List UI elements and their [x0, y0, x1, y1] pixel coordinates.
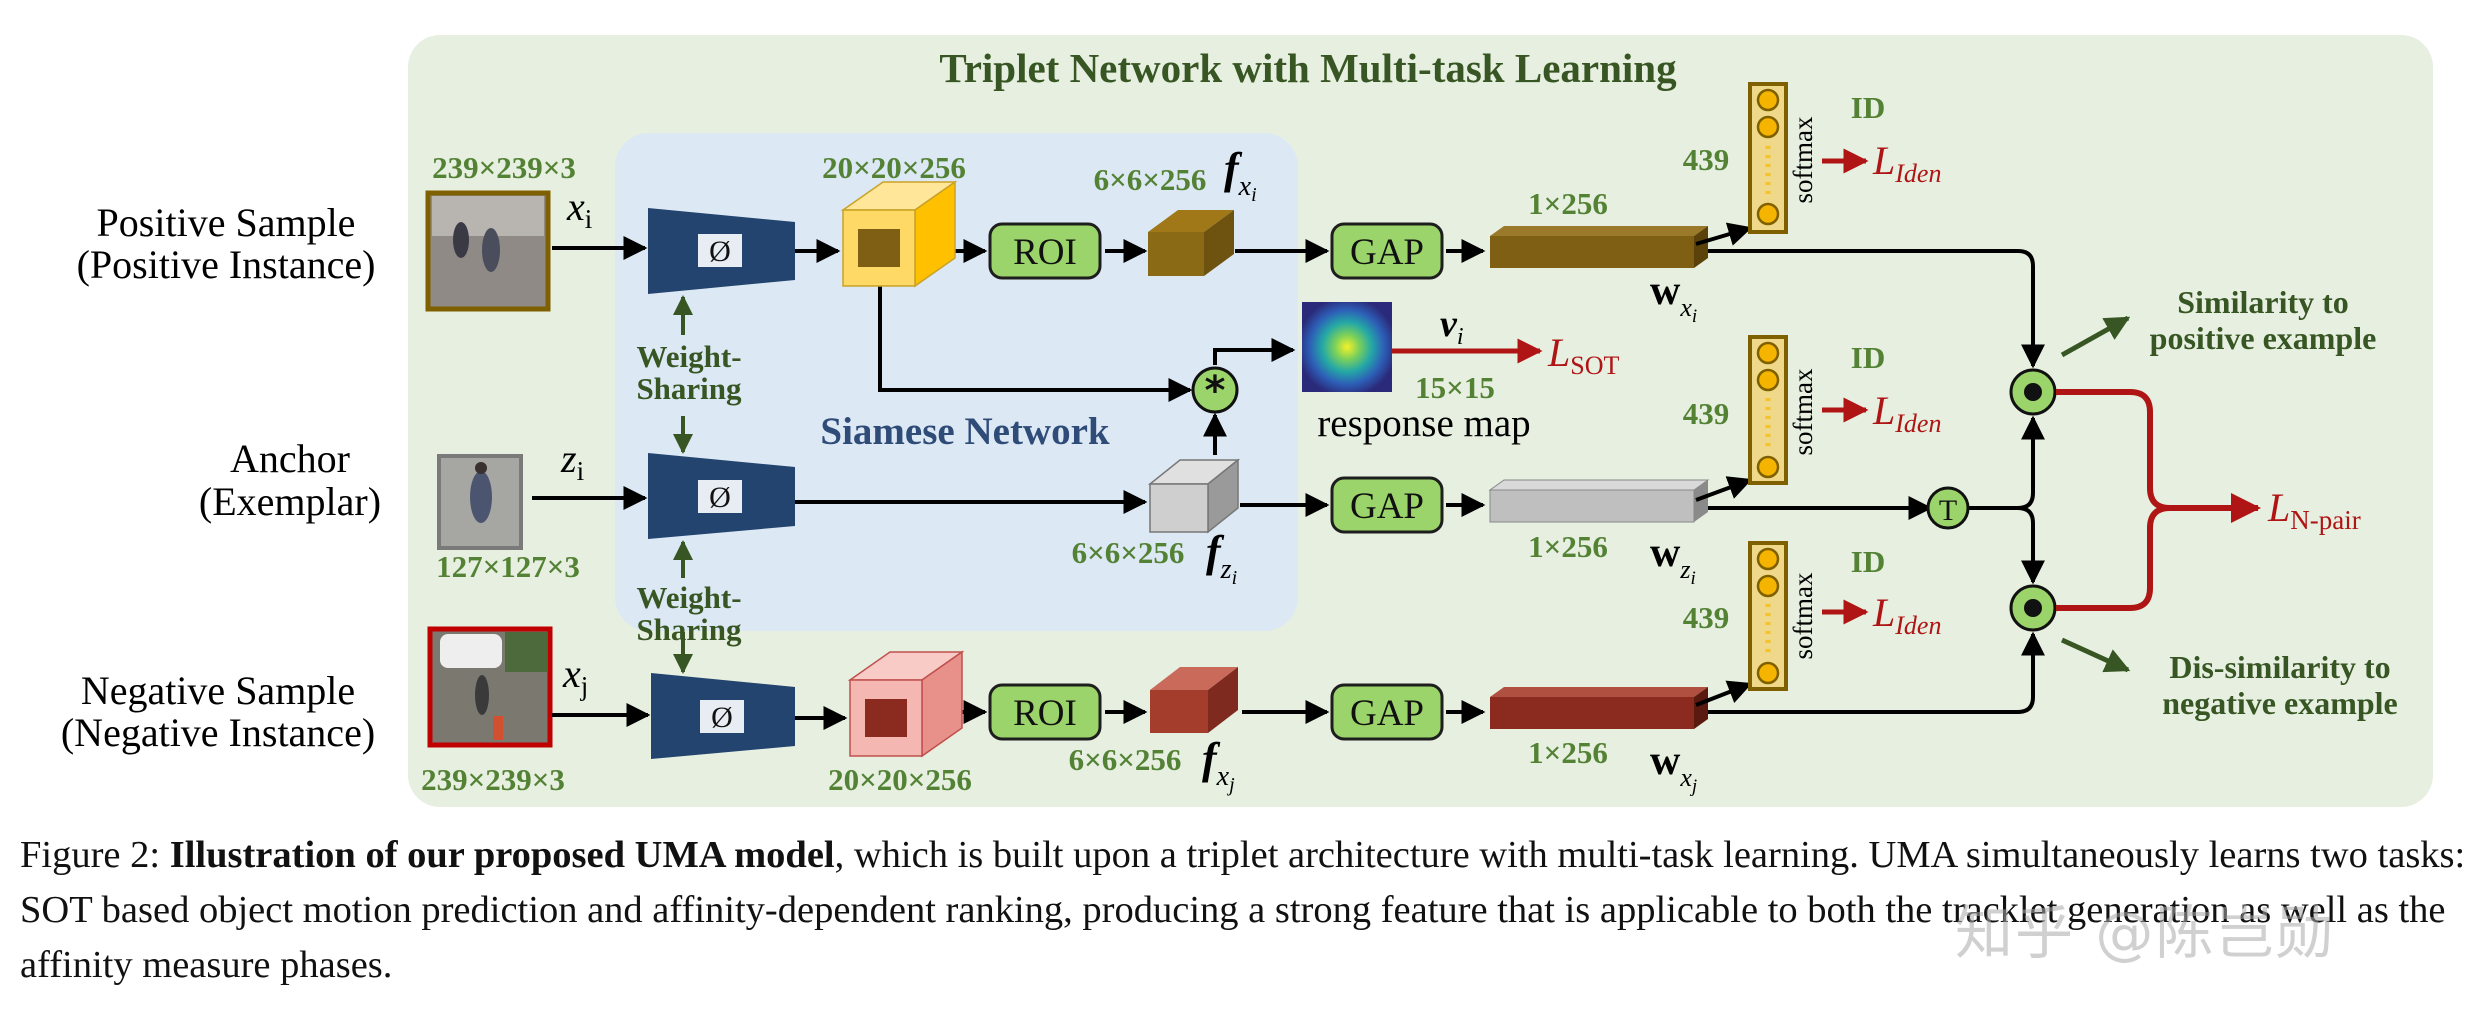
negative-backbone: Ø — [651, 673, 795, 759]
positive-feature-size: 20×20×256 — [822, 150, 966, 185]
anchor-f-label: fzi — [1206, 527, 1237, 589]
npair-loss: LN-pair — [2267, 485, 2361, 535]
positive-backbone: Ø — [648, 208, 795, 294]
anchor-var: zi — [560, 436, 584, 486]
uma-diagram: Triplet Network with Multi-task Learning… — [61, 35, 2433, 807]
anchor-roi-size: 6×6×256 — [1072, 535, 1185, 570]
positive-thumbnail — [425, 190, 551, 312]
svg-text:Ø: Ø — [711, 701, 733, 734]
diagram-title: Triplet Network with Multi-task Learning — [939, 45, 1677, 91]
anchor-w-label: wzi — [1650, 530, 1696, 589]
positive-roi: ROI — [988, 222, 1102, 280]
negative-roi: ROI — [988, 683, 1102, 741]
negative-feature-map — [847, 650, 965, 758]
negative-sample-label: Negative Sample — [81, 668, 355, 713]
anchor-backbone: Ø — [648, 453, 795, 539]
negative-softmax: softmax — [1788, 572, 1818, 659]
weight-sharing-top-2: Sharing — [636, 371, 742, 406]
weight-sharing-bottom-2: Sharing — [636, 612, 742, 647]
weight-sharing-top-1: Weight- — [636, 339, 741, 374]
positive-dot-node — [2009, 368, 2057, 416]
weight-sharing-bottom-1: Weight- — [636, 580, 741, 615]
caption-bold: Illustration of our proposed UMA model — [169, 834, 835, 876]
negative-feature-size: 20×20×256 — [828, 762, 972, 797]
positive-id-count: 439 — [1683, 142, 1730, 177]
negative-id-count: 439 — [1683, 600, 1730, 635]
caption-prefix: Figure 2: — [20, 834, 170, 876]
positive-gap: GAP — [1330, 222, 1444, 280]
positive-softmax: softmax — [1788, 116, 1818, 203]
sot-loss: LSOT — [1547, 330, 1619, 380]
similarity-positive-2: positive example — [2150, 320, 2377, 356]
positive-feature-map — [840, 180, 958, 288]
positive-w-label: wxi — [1650, 268, 1697, 327]
anchor-thumbnail — [437, 454, 523, 550]
positive-id-label: ID — [1851, 90, 1885, 125]
svg-text:*: * — [1205, 368, 1226, 414]
transpose-node: T — [1926, 486, 1970, 530]
svg-text:ROI: ROI — [1013, 693, 1077, 734]
anchor-id-label: ID — [1851, 340, 1885, 375]
negative-id-classifier — [1695, 541, 1788, 707]
svg-text:Ø: Ø — [709, 235, 731, 268]
negative-vector — [1490, 687, 1708, 729]
positive-var: xi — [566, 184, 592, 234]
positive-instance-label: (Positive Instance) — [77, 242, 376, 287]
anchor-label: Anchor — [230, 436, 350, 481]
figure-caption: Figure 2: Illustration of our proposed U… — [20, 828, 2475, 993]
positive-roi-size: 6×6×256 — [1094, 162, 1207, 197]
negative-input-size: 239×239×3 — [421, 762, 565, 797]
response-size: 15×15 — [1415, 370, 1495, 405]
anchor-iden-loss: LIden — [1872, 388, 1941, 438]
negative-vector-size: 1×256 — [1528, 735, 1608, 770]
positive-f-label: fxi — [1224, 144, 1257, 206]
negative-iden-loss: LIden — [1872, 590, 1941, 640]
negative-dot-node — [2009, 584, 2057, 632]
svg-text:GAP: GAP — [1350, 486, 1424, 527]
similarity-positive-1: Similarity to — [2177, 284, 2349, 320]
svg-text:T: T — [1939, 494, 1957, 527]
anchor-vector-size: 1×256 — [1528, 529, 1608, 564]
anchor-softmax: softmax — [1788, 368, 1818, 455]
response-var: vi — [1440, 303, 1464, 350]
response-map-label: response map — [1317, 402, 1530, 445]
positive-roi-feature — [1148, 210, 1234, 276]
positive-sample-label: Positive Sample — [97, 200, 356, 245]
svg-text:GAP: GAP — [1350, 693, 1424, 734]
svg-text:Ø: Ø — [709, 481, 731, 514]
negative-w-label: wxj — [1650, 738, 1697, 797]
positive-input-size: 239×239×3 — [432, 150, 576, 185]
watermark: 知乎 @陈岂勋 — [1955, 899, 2336, 967]
negative-thumbnail — [427, 626, 553, 748]
similarity-negative-2: negative example — [2162, 685, 2398, 721]
negative-f-label: fxj — [1202, 734, 1235, 796]
anchor-roi-feature — [1147, 458, 1241, 534]
negative-gap: GAP — [1330, 683, 1444, 741]
negative-id-label: ID — [1851, 544, 1885, 579]
positive-id-classifier — [1695, 82, 1788, 246]
svg-text:ROI: ROI — [1013, 232, 1077, 273]
anchor-vector — [1488, 479, 1710, 523]
positive-vector — [1490, 226, 1708, 268]
negative-roi-feature — [1150, 667, 1238, 733]
negative-var: xj — [562, 651, 588, 701]
negative-roi-size: 6×6×256 — [1069, 742, 1182, 777]
negative-instance-label: (Negative Instance) — [61, 710, 375, 755]
caption-text: , which is built upon a triplet architec… — [20, 834, 2466, 986]
svg-text:GAP: GAP — [1350, 232, 1424, 273]
anchor-id-count: 439 — [1683, 396, 1730, 431]
anchor-gap: GAP — [1330, 476, 1444, 534]
anchor-input-size: 127×127×3 — [436, 549, 580, 584]
exemplar-label: (Exemplar) — [199, 479, 381, 524]
anchor-id-classifier — [1695, 335, 1788, 502]
response-map — [1302, 302, 1392, 392]
positive-vector-size: 1×256 — [1528, 186, 1608, 221]
similarity-negative-1: Dis-similarity to — [2169, 649, 2390, 685]
positive-iden-loss: LIden — [1872, 138, 1941, 188]
siamese-label: Siamese Network — [820, 410, 1109, 453]
correlation-node: * — [1191, 366, 1239, 414]
